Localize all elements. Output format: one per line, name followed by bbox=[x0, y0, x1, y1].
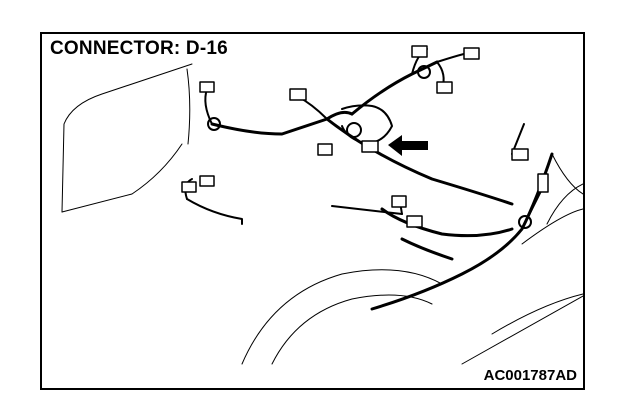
grommet-icon bbox=[207, 65, 532, 229]
arrow-pointer-icon bbox=[388, 135, 428, 156]
figure-code: AC001787AD bbox=[483, 367, 577, 384]
harness-main bbox=[210, 60, 554, 311]
harness-branches bbox=[184, 48, 543, 230]
connector-block-icons bbox=[181, 45, 549, 228]
diagram-frame: CONNECTOR: D-16 AC001787AD bbox=[40, 32, 585, 390]
vehicle-body-outline bbox=[61, 63, 583, 365]
diagram-title: CONNECTOR: D-16 bbox=[50, 38, 228, 59]
wiring-harness-illustration bbox=[61, 45, 583, 365]
